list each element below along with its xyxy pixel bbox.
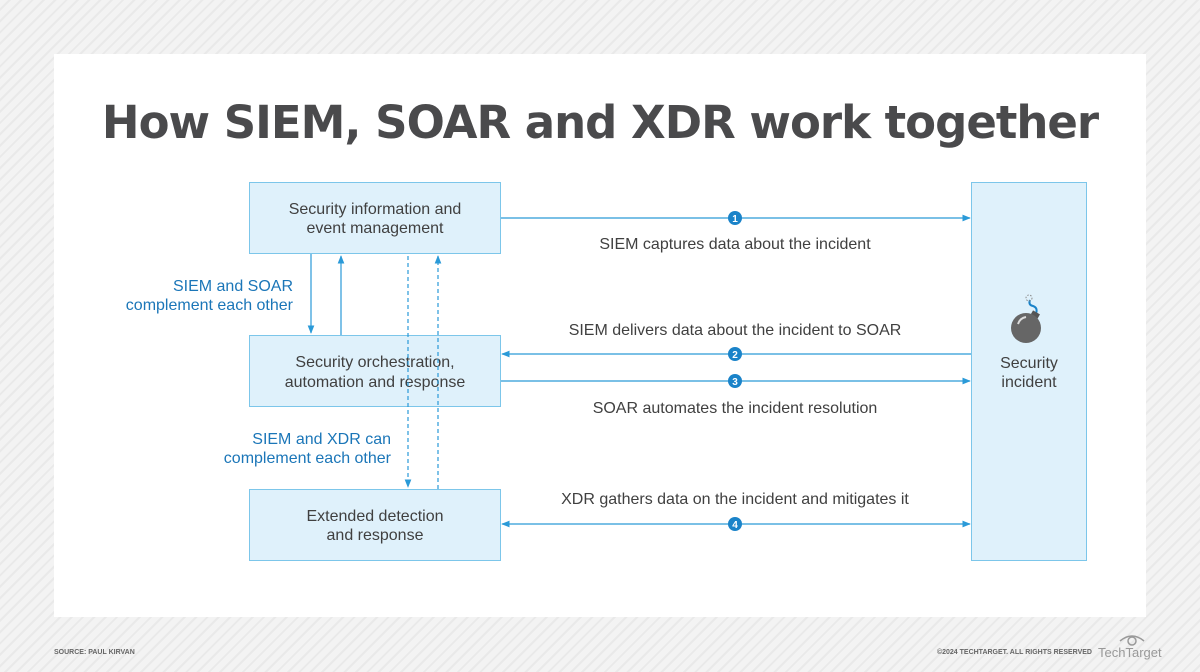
step-1-number: 1	[732, 214, 738, 225]
page-title: How SIEM, SOAR and XDR work together	[102, 96, 1100, 149]
step-3-number: 3	[732, 377, 738, 388]
siem-xdr-label-1: SIEM and XDR can	[252, 431, 391, 448]
soar-box: Security orchestration, automation and r…	[249, 335, 501, 407]
eye-icon	[1119, 635, 1145, 646]
xdr-label-2: and response	[327, 527, 424, 544]
techtarget-logo: TechTarget	[1098, 645, 1162, 660]
siem-soar-label-1: SIEM and SOAR	[173, 278, 293, 295]
step-1: 1 SIEM captures data about the incident	[599, 211, 871, 253]
siem-soar-label-2: complement each other	[126, 297, 294, 314]
xdr-box: Extended detection and response	[249, 489, 501, 561]
bomb-icon	[1011, 294, 1041, 343]
step-4: 4 XDR gathers data on the incident and m…	[561, 491, 909, 531]
step-3-text: SOAR automates the incident resolution	[593, 400, 878, 417]
incident-box: Security incident	[971, 182, 1087, 561]
soar-label-1: Security orchestration,	[295, 354, 454, 371]
source-text: SOURCE: PAUL KIRVAN	[54, 649, 135, 656]
incident-label-1: Security	[1000, 355, 1058, 372]
step-4-number: 4	[732, 520, 738, 531]
step-4-text: XDR gathers data on the incident and mit…	[561, 491, 909, 508]
incident-label-2: incident	[1001, 374, 1057, 391]
siem-label-1: Security information and	[289, 201, 462, 218]
xdr-label-1: Extended detection	[307, 508, 444, 525]
copyright-text: ©2024 TECHTARGET. ALL RIGHTS RESERVED	[937, 648, 1092, 656]
step-2: 2 SIEM delivers data about the incident …	[569, 322, 902, 361]
siem-xdr-label-2: complement each other	[224, 450, 392, 467]
siem-box: Security information and event managemen…	[249, 182, 501, 254]
step-2-number: 2	[732, 350, 738, 361]
step-1-text: SIEM captures data about the incident	[599, 236, 871, 253]
step-3: 3 SOAR automates the incident resolution	[593, 374, 878, 417]
step-2-text: SIEM delivers data about the incident to…	[569, 322, 902, 339]
soar-label-2: automation and response	[285, 374, 466, 391]
siem-label-2: event management	[307, 220, 445, 237]
